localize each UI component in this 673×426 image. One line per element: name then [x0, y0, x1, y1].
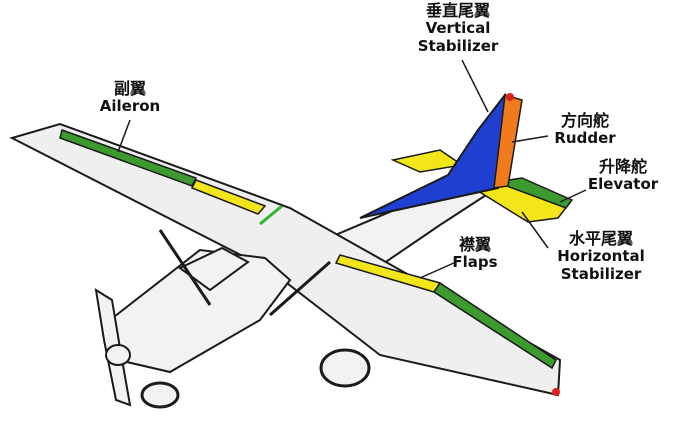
leader-vertical-stabilizer — [462, 60, 488, 112]
vertical-stabilizer-en-line2: Stabilizer — [398, 38, 518, 55]
label-aileron: 副翼 Aileron — [90, 80, 170, 116]
label-flaps: 襟翼 Flaps — [440, 236, 510, 272]
rudder-zh: 方向舵 — [540, 112, 630, 130]
aileron-zh: 副翼 — [90, 80, 170, 98]
flaps-zh: 襟翼 — [440, 236, 510, 254]
rudder-en: Rudder — [540, 130, 630, 147]
flaps-en: Flaps — [440, 254, 510, 271]
label-horizontal-stabilizer: 水平尾翼 Horizontal Stabilizer — [542, 230, 660, 283]
aileron-en: Aileron — [90, 98, 170, 115]
elevator-zh: 升降舵 — [578, 158, 668, 176]
nav-light-red-tail — [506, 93, 514, 101]
label-vertical-stabilizer: 垂直尾翼 Vertical Stabilizer — [398, 2, 518, 55]
nose-wheel — [142, 383, 178, 407]
horizontal-stabilizer-zh: 水平尾翼 — [542, 230, 660, 248]
nav-light-red-wingtip — [552, 388, 560, 396]
horizontal-stabilizer-en-line1: Horizontal — [542, 248, 660, 265]
elevator-en: Elevator — [578, 176, 668, 193]
horizontal-stabilizer-en-line2: Stabilizer — [542, 266, 660, 283]
main-wheel-right — [321, 350, 369, 386]
label-rudder: 方向舵 Rudder — [540, 112, 630, 148]
vertical-stabilizer-en-line1: Vertical — [398, 20, 518, 37]
spinner — [106, 345, 130, 365]
label-elevator: 升降舵 Elevator — [578, 158, 668, 194]
vertical-stabilizer-zh: 垂直尾翼 — [398, 2, 518, 20]
